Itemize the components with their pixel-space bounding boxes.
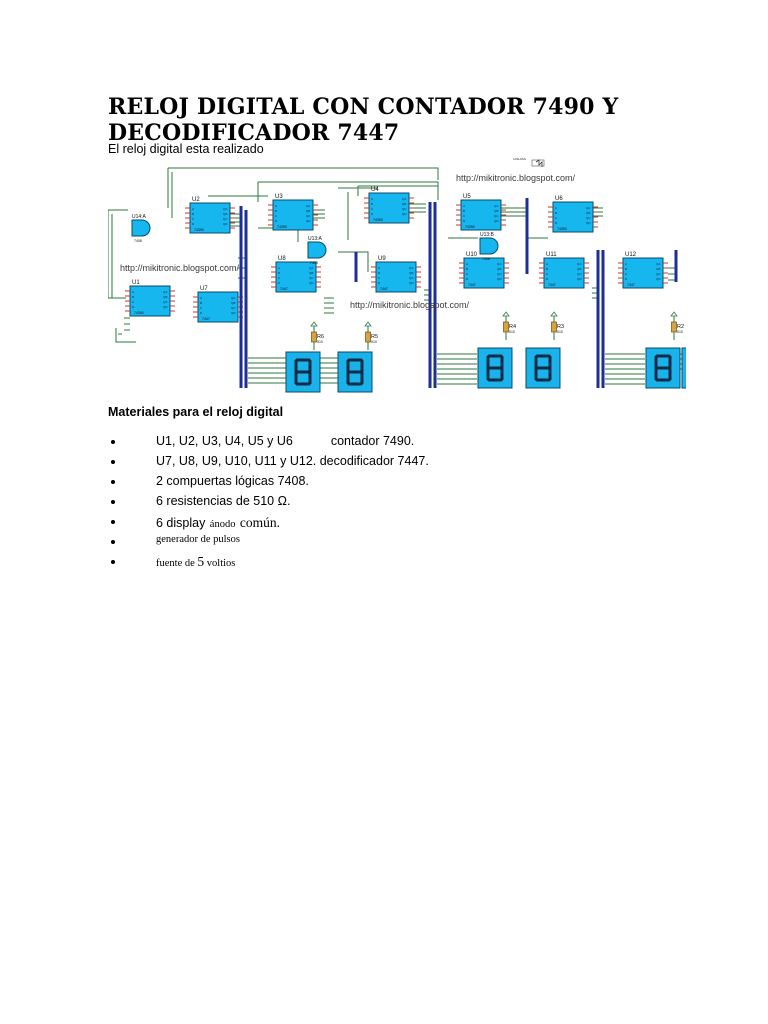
- counter-label: U6: [555, 196, 563, 202]
- display-common: común.: [239, 515, 281, 530]
- resistor-label: R6: [317, 334, 324, 340]
- display-type: ánodo: [209, 519, 236, 530]
- counter-label: U5: [463, 194, 471, 200]
- counter-part-label: 74390: [277, 225, 287, 229]
- decoder-label: U10: [466, 252, 478, 258]
- gate-label: U14:A: [132, 214, 147, 220]
- bullet-icon: [111, 440, 115, 444]
- power-supply-label: fuente de: [156, 558, 195, 569]
- seven-segment-display: [284, 350, 322, 394]
- resistor-value-label: 510: [557, 330, 563, 334]
- decoder-part-label: 7447: [380, 287, 388, 291]
- gate-label: U13:B: [480, 232, 495, 238]
- decoder-part-label: 7447: [202, 317, 210, 321]
- decoder-label: U7: [200, 286, 208, 292]
- and-gate-icon: [131, 219, 151, 237]
- counter-part-label: 74390: [557, 227, 567, 231]
- resistor-label: R4: [509, 324, 516, 330]
- resistor-label: R2: [677, 324, 684, 330]
- counter-label: U3: [275, 194, 283, 200]
- decoder-chip: [192, 291, 244, 323]
- counters-part: contador 7490.: [330, 434, 415, 448]
- power-supply-voltage: 5: [197, 554, 205, 569]
- display-count: 6 display: [156, 516, 206, 530]
- counter-label: U4: [371, 187, 379, 193]
- decoder-chip: [538, 257, 590, 289]
- counter-chip: [267, 199, 319, 231]
- bullet-icon: [111, 520, 115, 524]
- resistor-value-label: 510: [509, 330, 515, 334]
- counter-chip: [455, 199, 507, 231]
- document-subtitle: El reloj digital esta realizado: [108, 142, 264, 156]
- gate-part-label: 7408: [134, 239, 142, 243]
- decoder-part-label: 7447: [280, 287, 288, 291]
- decoder-label: U9: [378, 256, 386, 262]
- decoder-chip: [617, 257, 669, 289]
- bullet-icon: [111, 460, 115, 464]
- resistors-label: 6 resistencias de 510 Ω.: [156, 494, 291, 508]
- counter-part-label: 74390: [373, 218, 383, 222]
- resistor-value-label: 510: [677, 330, 683, 334]
- seven-segment-display: [524, 346, 562, 390]
- decoders-label: U7, U8, U9, U10, U11 y U12. decodificado…: [156, 454, 429, 468]
- counter-part-label: 74390: [134, 311, 144, 315]
- and-gate-icon: [307, 241, 327, 259]
- pulse-generator-label: generador de pulsos: [156, 534, 240, 545]
- resistor-label: R5: [371, 334, 378, 340]
- materials-heading: Materiales para el reloj digital: [108, 405, 284, 419]
- resistor-value-label: 510: [317, 340, 323, 344]
- counter-chip: [363, 192, 415, 224]
- seven-segment-display: [644, 346, 682, 390]
- decoder-part-label: 7447: [627, 283, 635, 287]
- counter-label: U2: [192, 197, 200, 203]
- pulse-source-icon: U5D0A: [513, 158, 545, 167]
- document-title: RELOJ DIGITAL CON CONTADOR 7490 Y DECODI…: [108, 94, 619, 146]
- svg-text:U5D0A: U5D0A: [513, 158, 526, 161]
- power-supply-unit: voltios: [206, 558, 236, 569]
- decoder-chip: [270, 261, 322, 293]
- seven-segment-display: [476, 346, 514, 390]
- decoder-label: U12: [625, 252, 637, 258]
- seven-segment-display: [680, 346, 686, 390]
- decoder-label: U11: [546, 252, 557, 258]
- gate-label: U13:A: [308, 236, 323, 242]
- counter-chip: [547, 201, 599, 233]
- gates-label: 2 compuertas lógicas 7408.: [156, 474, 309, 488]
- counter-chip: [184, 202, 236, 234]
- watermark-3: http://mikitronic.blogspot.com/: [350, 300, 470, 310]
- bullet-icon: [111, 540, 115, 544]
- seven-segment-display: [336, 350, 374, 394]
- resistor-value-label: 510: [371, 340, 377, 344]
- watermark-2: http://mikitronic.blogspot.com/: [120, 263, 240, 273]
- watermark-1: http://mikitronic.blogspot.com/: [456, 173, 576, 183]
- counter-part-label: 74390: [465, 225, 475, 229]
- counter-part-label: 74390: [194, 228, 204, 232]
- gate-part-label: 7408: [482, 257, 490, 261]
- counters-label: U1, U2, U3, U4, U5 y U6: [156, 434, 293, 448]
- decoder-chip: [370, 261, 422, 293]
- bullet-icon: [111, 500, 115, 504]
- decoder-part-label: 7447: [468, 283, 476, 287]
- bullet-icon: [111, 480, 115, 484]
- counter-chip: [124, 285, 176, 317]
- bullet-icon: [111, 560, 115, 564]
- gate-part-label: 7408: [310, 261, 318, 265]
- decoder-label: U8: [278, 256, 286, 262]
- and-gate-icon: [479, 237, 499, 255]
- decoder-part-label: 7447: [548, 283, 556, 287]
- counter-label: U1: [132, 280, 140, 286]
- decoder-chip: [458, 257, 510, 289]
- resistor-label: R3: [557, 324, 564, 330]
